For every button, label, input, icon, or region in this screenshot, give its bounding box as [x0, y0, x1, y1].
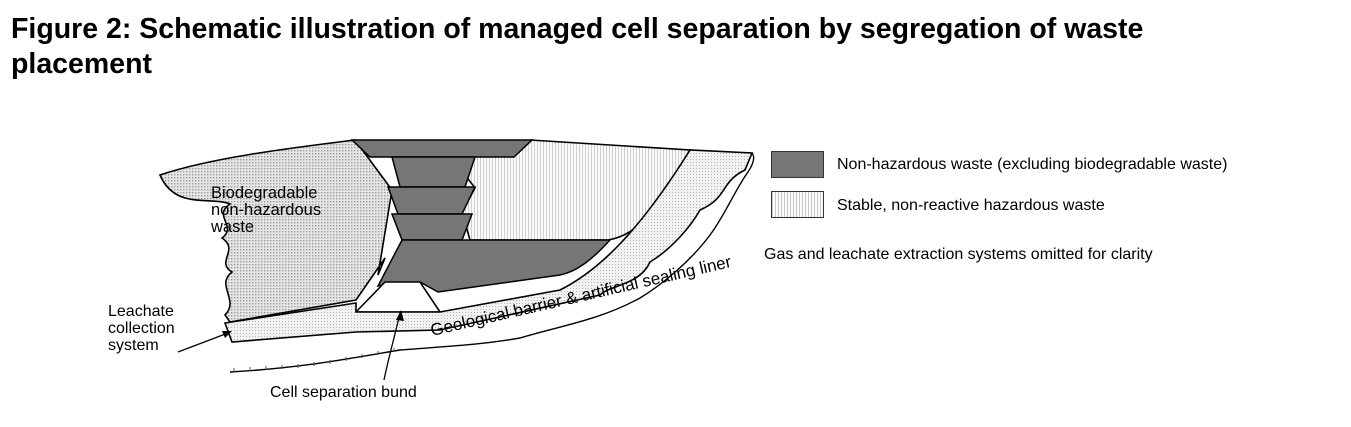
nonhaz-layer-3 [386, 186, 477, 215]
figure-title: Figure 2: Schematic illustration of mana… [11, 13, 1144, 80]
nonhaz-layer-4 [390, 213, 474, 241]
biodegradable-waste-area [158, 139, 393, 323]
biodegradable-waste-label: Biodegradable non-hazardous waste [211, 184, 322, 236]
leachate-leader-arrow [177, 331, 232, 353]
nonhaz-layer-2 [391, 156, 477, 188]
legend-swatch-stable-hazardous [771, 191, 824, 218]
leachate-collection-label: Leachate collection system [108, 303, 175, 354]
ground-line [229, 152, 755, 373]
bund-leader-arrow [383, 310, 404, 381]
ground-hatch [233, 348, 395, 372]
legend-label-stable-hazardous: Stable, non-reactive hazardous waste [837, 197, 1105, 214]
sealing-liner [223, 149, 754, 343]
legend-note: Gas and leachate extraction systems omit… [764, 246, 1153, 263]
nonhaz-layer-top [350, 139, 534, 158]
legend-swatch-non-hazardous [771, 151, 824, 178]
cell-separation-bund-label: Cell separation bund [270, 384, 417, 401]
legend-label-non-hazardous: Non-hazardous waste (excluding biodegrad… [837, 156, 1228, 173]
